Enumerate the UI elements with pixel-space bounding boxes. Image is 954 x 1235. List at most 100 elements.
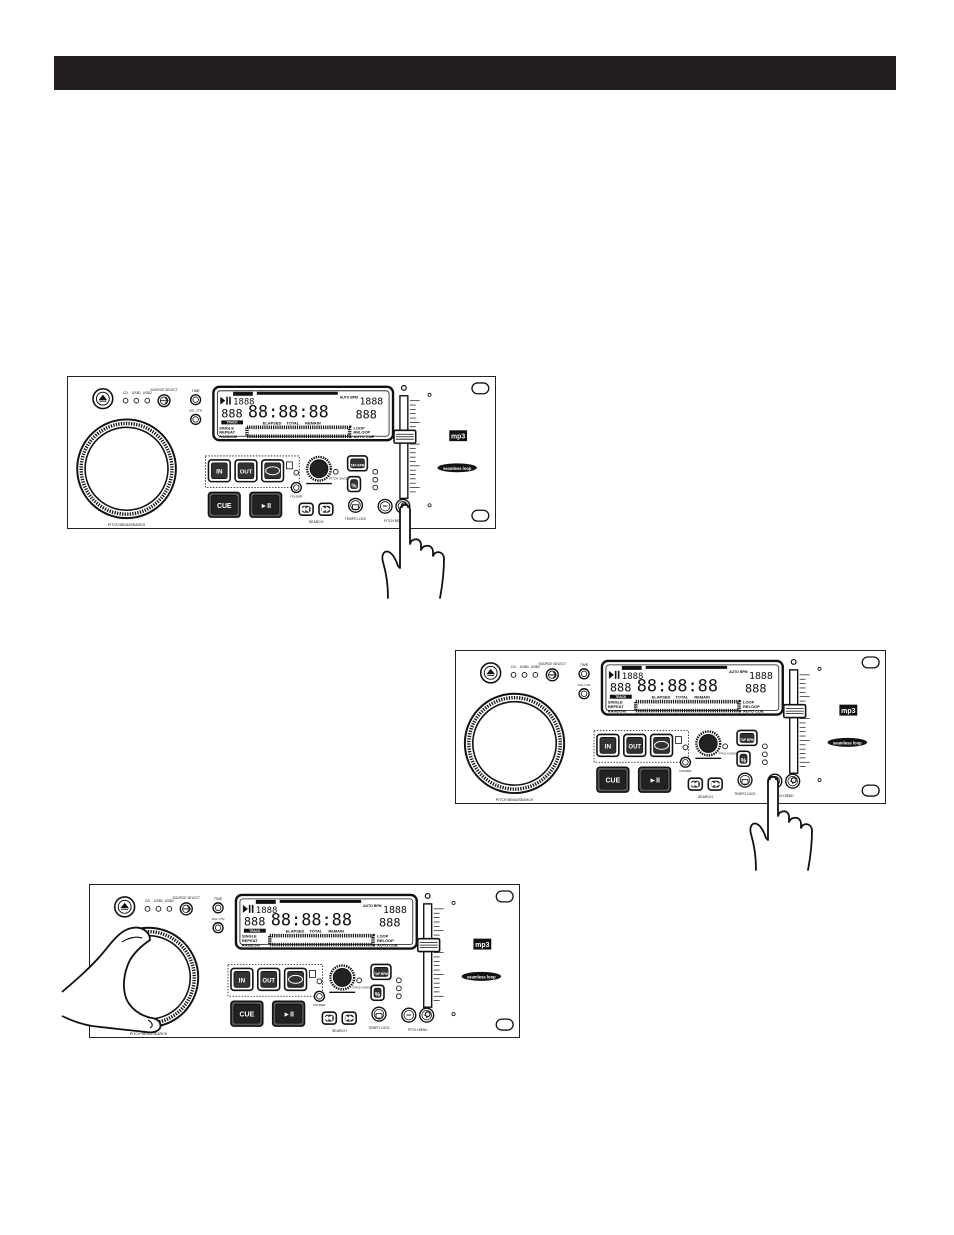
p3-reloop-button[interactable] bbox=[283, 967, 308, 992]
p3-led-usb2 bbox=[166, 906, 173, 912]
p1-source-select-button[interactable] bbox=[157, 394, 171, 408]
p2-in-button-face bbox=[599, 737, 617, 754]
p1-lcd-inner bbox=[216, 390, 390, 437]
p3-tap-bpm-button-face bbox=[373, 967, 389, 977]
p3-lcd-track-tag bbox=[243, 928, 266, 933]
p1-in-button[interactable]: IN bbox=[207, 459, 231, 483]
p2-search-forward-button[interactable] bbox=[707, 777, 723, 791]
p1-label-pitch-bend-search: PITCH BEND/SEARCH bbox=[108, 523, 146, 527]
p3-lcd-remain: REMAIN bbox=[328, 929, 344, 934]
p1-jog-wheel[interactable] bbox=[76, 418, 177, 520]
p3-time-button-cap bbox=[214, 904, 222, 912]
p1-cue-button[interactable]: CUE bbox=[207, 491, 241, 518]
p3-folder-button[interactable] bbox=[313, 990, 326, 1002]
p3-lcd-level-bar bbox=[279, 899, 362, 903]
p3-pitch-slider[interactable] bbox=[416, 903, 444, 1008]
p1-tempo-lock-button[interactable] bbox=[347, 497, 364, 513]
p2-lcd-inner bbox=[605, 664, 780, 712]
p2-sgl-ctn-button[interactable] bbox=[578, 688, 590, 700]
p3-source-select-button[interactable] bbox=[179, 902, 193, 916]
p3-in-button[interactable]: IN bbox=[230, 967, 254, 992]
p2-label-cd: CD bbox=[511, 665, 517, 669]
p1-eject-button[interactable] bbox=[92, 388, 114, 410]
p2-out-button-face bbox=[626, 737, 644, 754]
p2-folder-icon bbox=[675, 736, 682, 744]
p3-lcd-loop: LOOP bbox=[377, 934, 389, 939]
p2-pitch-percent-label: % bbox=[741, 758, 747, 764]
p3-play-pause-button[interactable]: ►II bbox=[271, 1000, 306, 1027]
p3-cue-button[interactable]: CUE bbox=[230, 1000, 264, 1027]
p3-screw-bottom bbox=[451, 1012, 456, 1017]
p1-time-button[interactable] bbox=[190, 394, 202, 406]
p3-sgl-ctn-button[interactable] bbox=[212, 922, 224, 934]
p3-search-forward-button[interactable] bbox=[341, 1011, 357, 1025]
p2-reloop-button-face bbox=[653, 737, 670, 754]
p1-label-cd: CD bbox=[123, 391, 128, 395]
p2-source-select-button[interactable] bbox=[545, 668, 559, 682]
p3-eject-button[interactable] bbox=[113, 896, 136, 918]
p1-lcd-track-label: TRACK bbox=[227, 421, 239, 425]
p3-pitch-on-off-button[interactable]: % bbox=[370, 984, 385, 1002]
p1-source-select-icon bbox=[160, 397, 169, 404]
p2-label-pitch-bend-search: PITCH BEND/SEARCH bbox=[496, 798, 534, 802]
p1-sgl-ctn-button[interactable] bbox=[190, 413, 202, 426]
p1-search-back-button[interactable] bbox=[298, 502, 314, 516]
grab-hand-finger-line bbox=[121, 936, 143, 943]
p1-slider-thumb-grip bbox=[395, 433, 414, 440]
p2-tap-bpm-button[interactable]: TAP BPM bbox=[736, 729, 758, 747]
p3-play-pause-button-face bbox=[275, 1003, 302, 1024]
p2-pitch-on-off-button[interactable]: % bbox=[736, 750, 751, 768]
p3-search-back-button[interactable] bbox=[321, 1011, 338, 1025]
p2-in-button[interactable]: IN bbox=[596, 733, 620, 758]
p3-time-button[interactable] bbox=[212, 902, 224, 914]
p2-folder-button[interactable] bbox=[679, 756, 692, 768]
p3-lcd-indicator-bar bbox=[255, 899, 276, 904]
p3-seamless-loop-logo-bg bbox=[461, 971, 502, 981]
p1-out-button[interactable]: OUT bbox=[234, 459, 258, 483]
p1-tap-bpm-button[interactable]: TAP BPM bbox=[346, 455, 369, 472]
p1-label-sgl-ctn: SGL CTN bbox=[189, 409, 202, 413]
p3-rack-hole-bottom bbox=[495, 1018, 514, 1031]
p3-tap-bpm-button[interactable]: TAP BPM bbox=[370, 963, 392, 981]
p1-seamless-loop-logo: seamless loop bbox=[443, 466, 472, 471]
p1-pitch-on-off-button[interactable]: % bbox=[346, 475, 362, 493]
p1-tap-bpm-button-face bbox=[350, 458, 365, 469]
p2-track-knob[interactable] bbox=[695, 730, 722, 757]
p3-loop-section-outline bbox=[227, 964, 323, 997]
p1-lcd-total: TOTAL bbox=[286, 420, 299, 425]
p2-cue-button[interactable]: CUE bbox=[596, 766, 630, 793]
p1-search-forward-button[interactable] bbox=[318, 502, 334, 516]
p3-track-knob[interactable] bbox=[329, 964, 356, 991]
p2-screw-bottom bbox=[817, 778, 822, 783]
p2-search-back-button[interactable] bbox=[687, 777, 704, 791]
p3-led-range-b bbox=[396, 985, 402, 992]
p1-lcd-loop: LOOP bbox=[354, 425, 366, 430]
p3-pitch-on-off-button-face bbox=[373, 987, 382, 998]
p1-pitch-bend-minus-button[interactable]: − bbox=[377, 498, 393, 514]
p1-lcd-small-readout: 1888 bbox=[233, 398, 254, 408]
p3-pitch-bend-minus-button[interactable]: − bbox=[401, 1007, 417, 1023]
p2-jog-wheel[interactable] bbox=[463, 692, 566, 795]
p3-reloop-icon bbox=[288, 974, 304, 984]
p2-time-button[interactable] bbox=[578, 668, 590, 680]
p2-tempo-lock-button[interactable] bbox=[737, 772, 753, 788]
p3-lcd-total: TOTAL bbox=[309, 929, 322, 934]
p1-reloop-button[interactable] bbox=[260, 459, 285, 483]
p2-pitch-slider[interactable] bbox=[782, 669, 810, 774]
p3-out-button[interactable]: OUT bbox=[257, 967, 281, 992]
p1-folder-button[interactable] bbox=[290, 481, 302, 494]
p1-pitch-slider[interactable] bbox=[393, 395, 420, 500]
p2-eject-button[interactable] bbox=[479, 662, 502, 684]
p2-play-pause-button[interactable]: ►II bbox=[637, 766, 672, 793]
p1-track-knob[interactable] bbox=[305, 455, 333, 482]
p3-label-search: SEARCH bbox=[332, 1029, 347, 1033]
p1-play-pause-button[interactable]: ►II bbox=[249, 491, 283, 518]
p1-mp3-logo-box bbox=[449, 430, 468, 442]
p1-slider-track bbox=[399, 395, 409, 500]
p3-tempo-lock-button[interactable] bbox=[371, 1006, 387, 1022]
p2-reloop-button[interactable] bbox=[649, 733, 674, 758]
p2-out-button[interactable]: OUT bbox=[623, 733, 647, 758]
p2-label-source-select: SOURCE SELECT bbox=[538, 662, 566, 666]
